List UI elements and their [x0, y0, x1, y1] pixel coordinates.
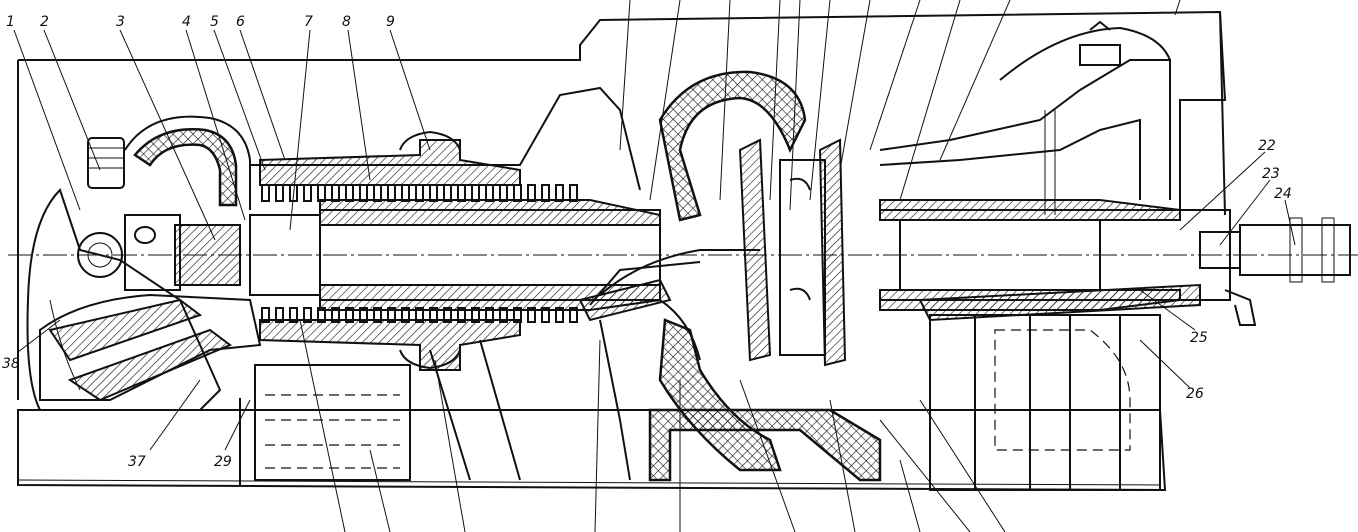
compressor-blade [289, 307, 298, 323]
compressor-blade [303, 184, 312, 202]
compressor-blade [555, 184, 564, 202]
compressor-blade [401, 184, 410, 202]
compressor-blade [359, 184, 368, 202]
label-24: 24 [1274, 186, 1292, 202]
compressor-blade [317, 184, 326, 202]
compressor-blade [569, 184, 578, 202]
compressor-blade [443, 184, 452, 202]
compressor-blade [457, 307, 466, 323]
compressor-blade [527, 184, 536, 202]
compressor-blade [555, 307, 564, 323]
compressor-blade [261, 307, 270, 323]
compressor-blade [513, 307, 522, 323]
compressor-blade [345, 307, 354, 323]
intake-assembly [26, 137, 262, 411]
label-23: 23 [1262, 166, 1280, 182]
compressor-blade [499, 307, 508, 323]
label-38: 38 [2, 356, 20, 372]
compressor-blade [513, 184, 522, 202]
label-37: 37 [128, 454, 146, 470]
compressor-blade [541, 307, 550, 323]
label-5: 5 [210, 14, 219, 30]
outer-casing [17, 10, 1227, 400]
compressor-blade [471, 307, 480, 323]
right-frame [918, 283, 1201, 491]
compressor-blade [261, 184, 270, 202]
label-8: 8 [342, 14, 351, 30]
label-3: 3 [116, 14, 125, 30]
compressor-blade [457, 184, 466, 202]
compressor-blade [387, 184, 396, 202]
compressor-blade [429, 184, 438, 202]
compressor-blade [289, 184, 298, 202]
compressor-blade [373, 184, 382, 202]
compressor-blade [401, 307, 410, 323]
label-7: 7 [304, 14, 313, 30]
compressor-blade [499, 184, 508, 202]
compressor-blade [485, 184, 494, 202]
compressor-blade [331, 184, 340, 202]
label-1: 1 [6, 14, 15, 30]
compressor-blade [471, 184, 480, 202]
compressor-blade [415, 184, 424, 202]
compressor-blade [345, 184, 354, 202]
label-2: 2 [40, 14, 49, 30]
lower-support [429, 319, 882, 482]
compressor [249, 86, 661, 371]
exhaust-duct [879, 20, 1171, 215]
compressor-blade [429, 307, 438, 323]
inlet-scroll [124, 115, 251, 210]
base-frame [17, 398, 1167, 492]
compressor-blade [527, 307, 536, 323]
label-4: 4 [182, 14, 191, 30]
label-25: 25 [1190, 330, 1208, 346]
compressor-blade [415, 307, 424, 323]
compressor-blade [387, 307, 396, 323]
label-22: 22 [1258, 138, 1276, 154]
compressor-blade [541, 184, 550, 202]
compressor-blade [303, 307, 312, 323]
compressor-blade [275, 307, 284, 323]
compressor-blade [443, 307, 452, 323]
oil-tank [254, 364, 411, 481]
compressor-blade [317, 307, 326, 323]
compressor-blade [569, 307, 578, 323]
compressor-blade [359, 307, 368, 323]
compressor-blade [373, 307, 382, 323]
compressor-blade [331, 307, 340, 323]
compressor-blade [275, 184, 284, 202]
part-numbers: 1 2 3 4 5 6 7 8 9 22 23 24 25 26 38 37 2… [2, 14, 1292, 470]
label-6: 6 [236, 14, 245, 30]
compressor-blade [485, 307, 494, 323]
label-29: 29 [214, 454, 232, 470]
leader-lines [13, 0, 1296, 532]
label-26: 26 [1186, 386, 1204, 402]
label-9: 9 [386, 14, 395, 30]
